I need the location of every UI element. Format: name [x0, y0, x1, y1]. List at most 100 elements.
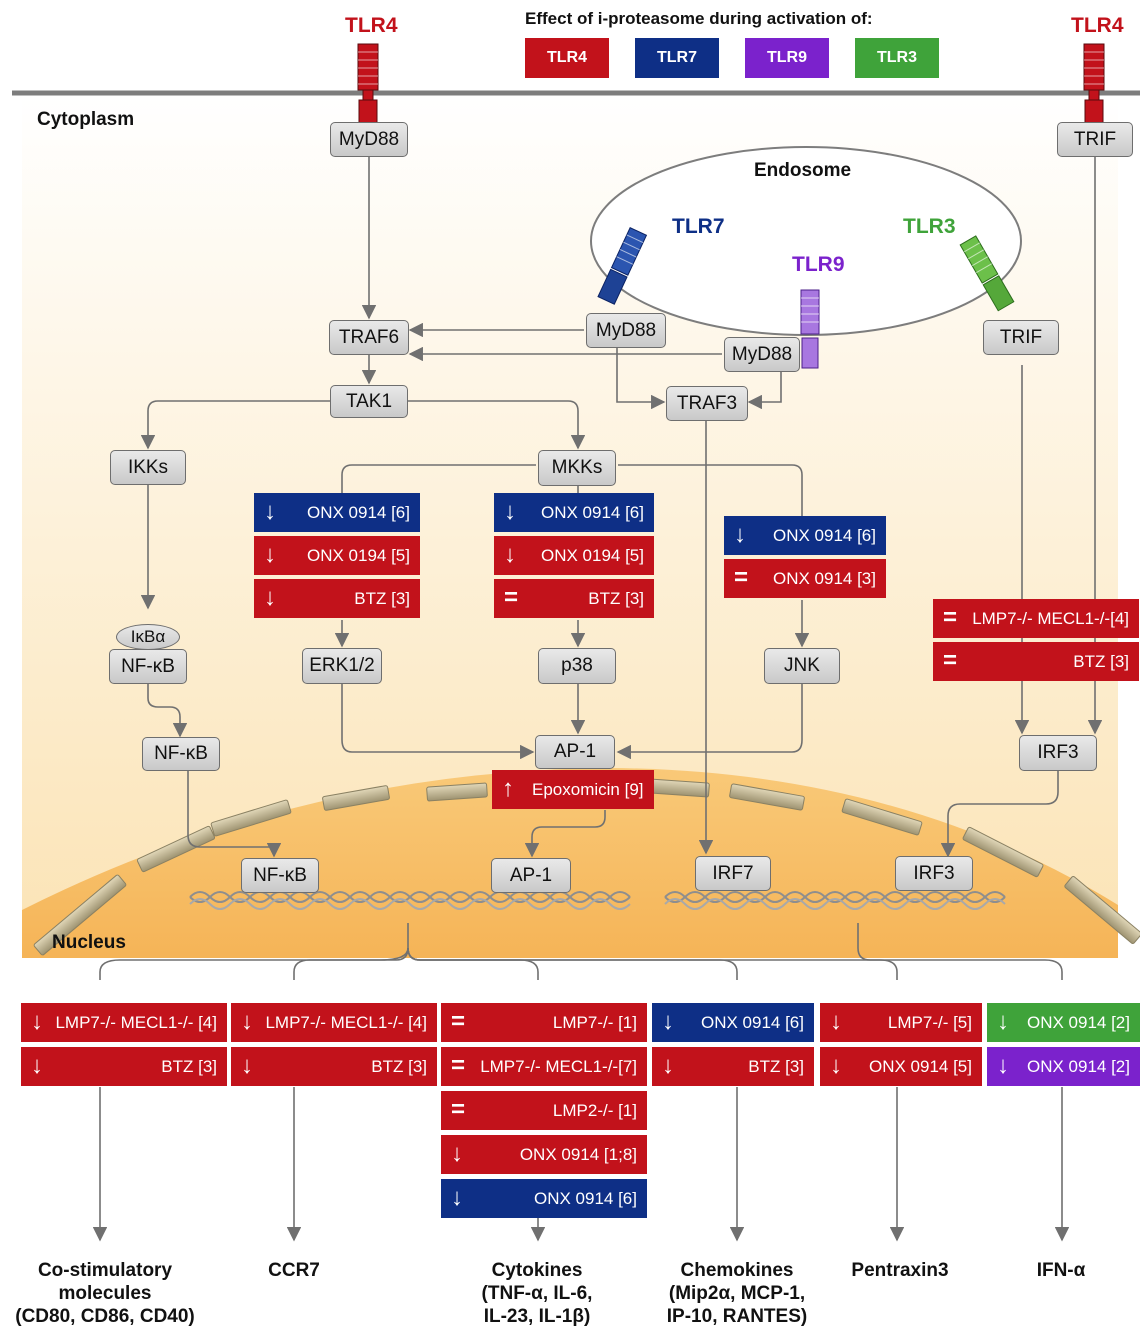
effect-box-output-1: ↓LMP7-/- MECL1-/- [4] [231, 1003, 437, 1042]
effect-text: ONX 0914 [6] [533, 1189, 637, 1208]
effect-direction-symbol: ↓ [734, 521, 746, 548]
dna-helix-right [664, 891, 1006, 910]
effect-direction-symbol: = [734, 564, 749, 591]
effect-box-output-2: = LMP7-/- [1] [441, 1003, 647, 1042]
tlr7-label: TLR7 [672, 215, 725, 238]
effect-direction-symbol: = [943, 647, 958, 674]
effect-box-output-3: ↓ BTZ [3] [652, 1047, 814, 1086]
effect-text: LMP2-/- [1] [552, 1101, 637, 1120]
myd88-tlr9-node: MyD88 [724, 337, 800, 372]
traf3-node: TRAF3 [666, 386, 748, 421]
nuclear-envelope [33, 778, 1140, 956]
effect-box-output-4: ↓ ONX 0914 [5] [820, 1047, 982, 1086]
effect-box-erk: ↓ BTZ [3] [254, 579, 420, 618]
irf3-nuclear-node: IRF3 [895, 856, 973, 891]
ap1-nuclear-node: AP-1 [491, 858, 571, 893]
effect-direction-symbol: ↓ [264, 498, 276, 525]
effect-text: LMP7-/- MECL1-/-[7] [480, 1057, 637, 1076]
tlr9-receptor-shape [800, 289, 820, 369]
effect-direction-symbol: = [451, 1096, 466, 1123]
effect-direction-symbol: ↓ [830, 1052, 842, 1079]
effect-box-ap1: ↑ Epoxomicin [9] [492, 770, 654, 809]
nfkb-nuclear-node: NF-κB [241, 858, 319, 893]
effect-box-p38: ↓ONX 0914 [6] [494, 493, 654, 532]
effect-box-p38: ↓ONX 0194 [5] [494, 536, 654, 575]
effect-direction-symbol: ↓ [451, 1184, 463, 1211]
effect-text: ONX 0914 [3] [772, 569, 876, 588]
effect-text: Epoxomicin [9] [532, 780, 644, 799]
pathway-arrows [92, 157, 1103, 1242]
effect-box-output-2: ↓ ONX 0914 [1;8] [441, 1135, 647, 1174]
effect-box-output-5: ↓ ONX 0914 [2] [987, 1003, 1140, 1042]
effect-direction-symbol: ↓ [241, 1052, 253, 1079]
effect-text: LMP7-/- [5] [887, 1013, 972, 1032]
nfkb-complex-node: NF-κB [109, 649, 187, 684]
effect-direction-symbol: = [504, 584, 519, 611]
trif-tlr3-node: TRIF [983, 320, 1059, 355]
effect-text: BTZ [3] [748, 1057, 804, 1076]
effect-direction-symbol: ↓ [451, 1140, 463, 1167]
effect-box-jnk: ↓ONX 0914 [6] [724, 516, 886, 555]
output-label-costim: Co-stimulatory molecules (CD80, CD86, CD… [15, 1260, 195, 1327]
jnk-node: JNK [764, 648, 840, 684]
legend-tlr9: TLR9 [745, 38, 829, 78]
output-label-pentraxin3: Pentraxin3 [851, 1260, 949, 1281]
legend-tlr4: TLR4 [525, 38, 609, 78]
irf7-nuclear-node: IRF7 [695, 856, 771, 891]
effect-text: BTZ [3] [161, 1057, 217, 1076]
tlr7-receptor-shape [597, 227, 648, 305]
effect-direction-symbol: ↓ [662, 1008, 674, 1035]
tak1-node: TAK1 [330, 385, 408, 418]
myd88-tlr7-node: MyD88 [586, 313, 666, 348]
effect-direction-symbol: = [451, 1052, 466, 1079]
effect-direction-symbol: = [943, 604, 958, 631]
p38-node: p38 [538, 648, 616, 684]
effect-text: LMP7-/- [1] [552, 1013, 637, 1032]
effect-box-output-5: ↓ONX 0914 [2] [987, 1047, 1140, 1086]
effect-direction-symbol: ↓ [662, 1052, 674, 1079]
effect-direction-symbol: ↓ [504, 541, 516, 568]
tlr3-receptor-shape [959, 235, 1015, 312]
effect-text: LMP7-/- MECL1-/- [4] [265, 1013, 427, 1032]
effect-box-output-4: ↓LMP7-/- [5] [820, 1003, 982, 1042]
effect-text: ONX 0914 [5] [868, 1057, 972, 1076]
erk-node: ERK1/2 [302, 648, 382, 684]
endosome-membrane [590, 146, 1022, 336]
tlr3-label: TLR3 [903, 215, 956, 238]
ap1-node: AP-1 [535, 735, 615, 769]
effect-text: BTZ [3] [588, 589, 644, 608]
legend-tlr7: TLR7 [635, 38, 719, 78]
effect-text: ONX 0914 [1;8] [519, 1145, 637, 1164]
effect-text: ONX 0914 [2] [1026, 1013, 1130, 1032]
effect-box-output-1: ↓BTZ [3] [231, 1047, 437, 1086]
tlr4-receptor-left-shape [357, 43, 379, 125]
effect-text: ONX 0194 [5] [306, 546, 410, 565]
output-label-ccr7: CCR7 [268, 1260, 320, 1281]
effect-box-jnk: = ONX 0914 [3] [724, 559, 886, 598]
effect-direction-symbol: ↓ [264, 584, 276, 611]
effect-box-output-2: = LMP2-/- [1] [441, 1091, 647, 1130]
effect-direction-symbol: ↑ [502, 775, 514, 802]
effect-box-output-2: = LMP7-/- MECL1-/-[7] [441, 1047, 647, 1086]
trif-node: TRIF [1057, 122, 1133, 157]
effect-box-irf3: =BTZ [3] [933, 642, 1139, 681]
legend-title: Effect of i-proteasome during activation… [525, 9, 873, 28]
myd88-node: MyD88 [330, 122, 408, 157]
effect-direction-symbol: ↓ [997, 1008, 1009, 1035]
tlr9-label: TLR9 [792, 253, 845, 276]
effect-box-output-2: ↓ ONX 0914 [6] [441, 1179, 647, 1218]
effect-box-erk: ↓ONX 0914 [6] [254, 493, 420, 532]
effect-direction-symbol: ↓ [264, 541, 276, 568]
effect-text: ONX 0914 [6] [540, 503, 644, 522]
ikba-node: IκBα [116, 624, 180, 650]
effect-text: BTZ [3] [354, 589, 410, 608]
traf6-node: TRAF6 [329, 320, 409, 355]
effect-box-p38: = BTZ [3] [494, 579, 654, 618]
effect-direction-symbol: = [451, 1008, 466, 1035]
effect-box-output-3: ↓ONX 0914 [6] [652, 1003, 814, 1042]
legend-tlr3: TLR3 [855, 38, 939, 78]
effect-direction-symbol: ↓ [31, 1008, 43, 1035]
effect-direction-symbol: ↓ [31, 1052, 43, 1079]
